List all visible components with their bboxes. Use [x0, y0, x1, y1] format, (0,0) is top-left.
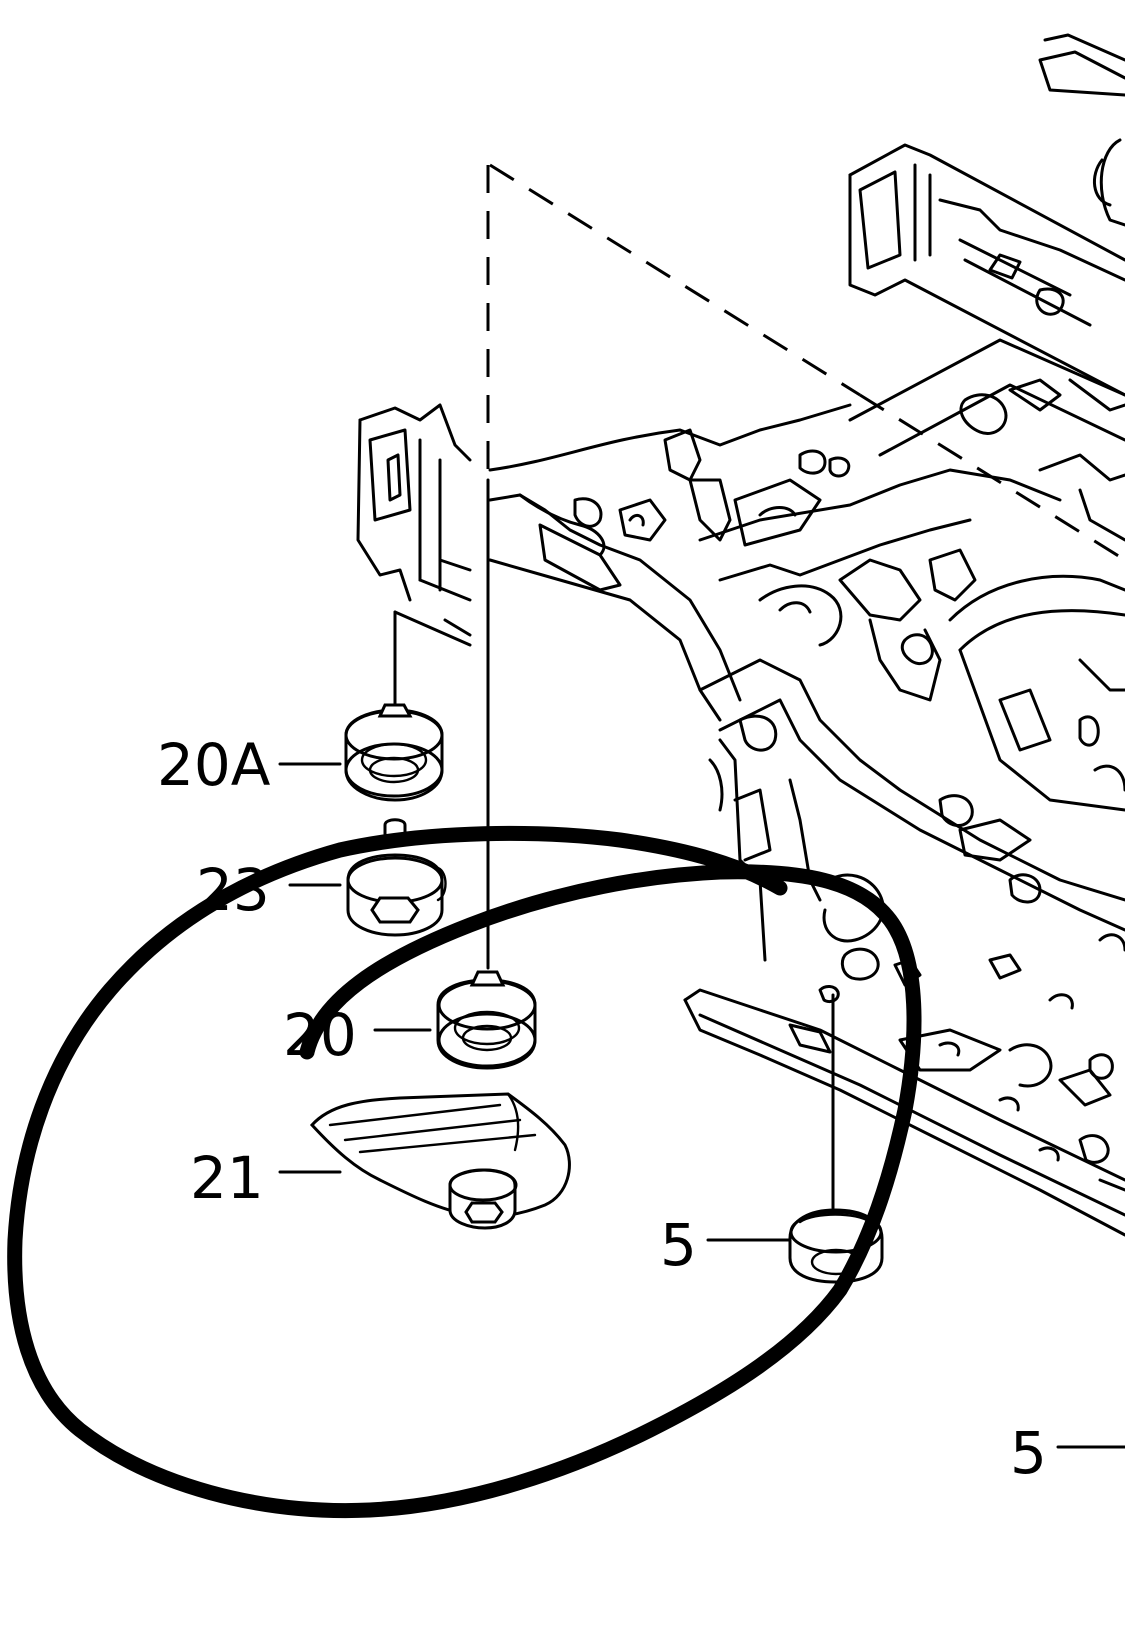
callout-5-outer: 5	[1010, 1419, 1047, 1487]
assembly-leader-lines	[393, 163, 1125, 1210]
part-20-bushing	[436, 970, 537, 1070]
part-20a-bushing	[344, 703, 444, 802]
part-23-bolt	[346, 818, 447, 937]
part-21-bracket-plate	[309, 1092, 571, 1230]
vehicle-subframe-structure	[356, 33, 1125, 1237]
callout-20a: 20A	[157, 731, 271, 799]
callout-21: 21	[190, 1144, 264, 1212]
callout-5-inner: 5	[660, 1211, 697, 1279]
hand-drawn-annotation-circle	[7, 825, 922, 1519]
